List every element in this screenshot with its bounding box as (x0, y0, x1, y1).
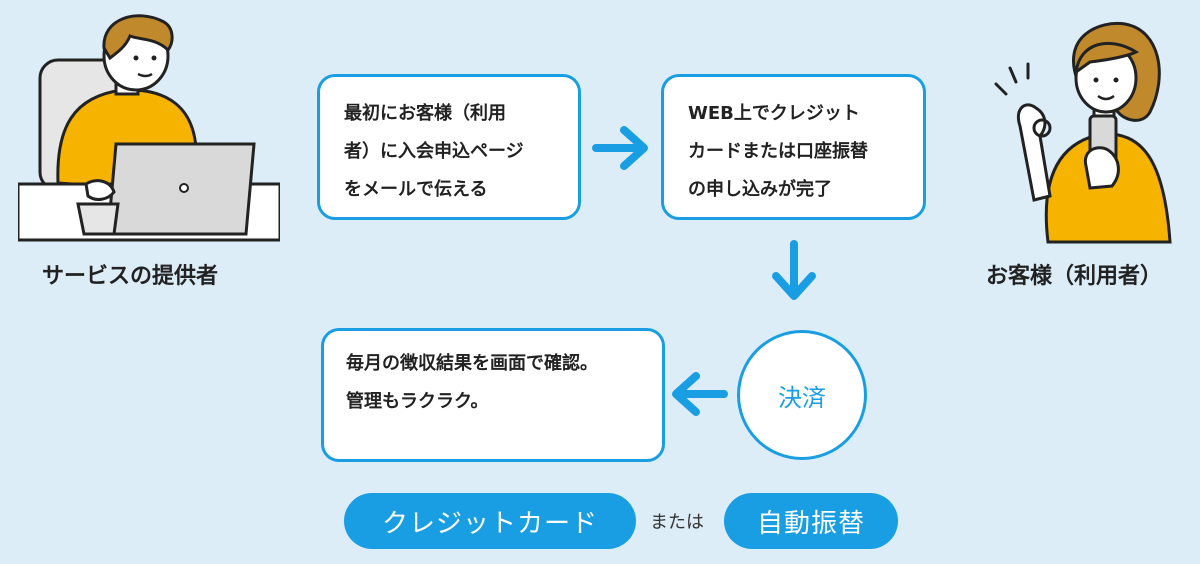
arrow-left-icon (668, 370, 728, 418)
step1-box: 最初にお客様（利用 者）に入会申込ページ をメールで伝える (317, 74, 581, 220)
credit-card-label: クレジットカード (381, 508, 598, 539)
step2-text: WEB上でクレジット カードまたは口座振替 の申し込みが完了 (688, 103, 868, 200)
settlement-circle: 決済 (737, 330, 867, 460)
auto-transfer-pill: 自動振替 (724, 493, 898, 549)
step2-box: WEB上でクレジット カードまたは口座振替 の申し込みが完了 (661, 74, 926, 220)
provider-label: サービスの提供者 (42, 264, 219, 289)
step4-text: 毎月の徴収結果を画面で確認。 管理もラクラク。 (346, 353, 598, 412)
or-text: または (650, 512, 704, 533)
step1-text: 最初にお客様（利用 者）に入会申込ページ をメールで伝える (344, 103, 524, 200)
provider-illustration (18, 8, 280, 248)
arrow-right-icon (592, 124, 652, 172)
credit-card-pill: クレジットカード (344, 493, 636, 549)
customer-label: お客様（利用者） (986, 264, 1163, 289)
step4-box: 毎月の徴収結果を画面で確認。 管理もラクラク。 (321, 328, 665, 462)
customer-illustration (990, 16, 1180, 244)
auto-transfer-label: 自動振替 (756, 508, 865, 539)
arrow-down-icon (770, 240, 818, 304)
settlement-label: 決済 (778, 383, 826, 412)
